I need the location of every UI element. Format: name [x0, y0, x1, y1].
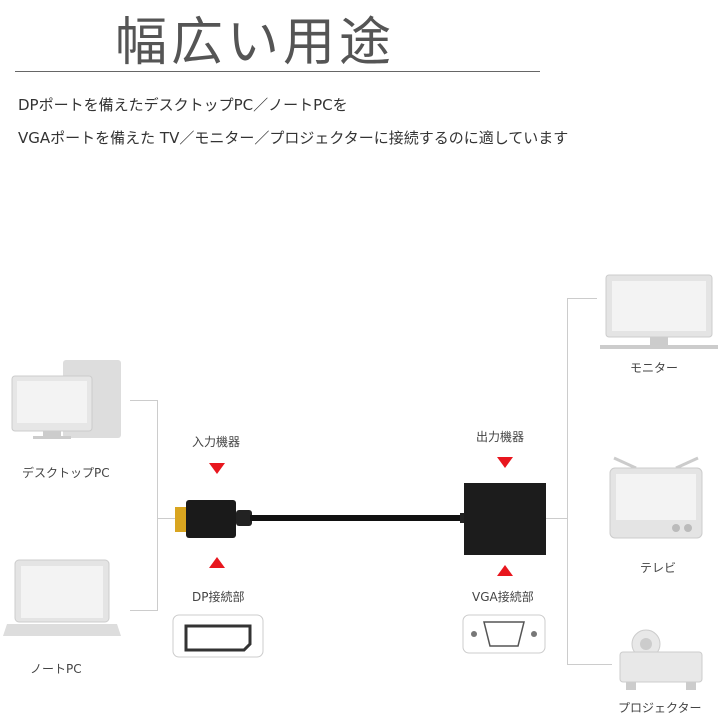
projector-icon	[619, 629, 703, 690]
laptop-icon	[3, 559, 121, 636]
connector-line	[567, 298, 597, 299]
description-line-1: DPポートを備えたデスクトップPC／ノートPCを	[18, 96, 348, 114]
monitor-label: モニター	[630, 361, 679, 375]
arrow-down-icon	[209, 463, 225, 474]
connector-line	[130, 610, 157, 611]
tv-label: テレビ	[640, 561, 677, 575]
dp-to-vga-adapter-image	[175, 483, 546, 555]
arrow-up-icon	[209, 557, 225, 568]
monitor-icon	[600, 274, 718, 349]
vga-port-icon	[462, 614, 546, 654]
vga-port-label: VGA接続部	[472, 590, 534, 604]
arrow-up-icon	[497, 565, 513, 576]
laptop-label: ノートPC	[30, 662, 82, 676]
page-title: 幅広い用途	[115, 13, 396, 73]
connector-line	[157, 400, 158, 611]
title-divider	[15, 71, 540, 72]
dp-port-icon	[172, 614, 264, 658]
description-line-2: VGAポートを備えた TV／モニター／プロジェクターに接続するのに適しています	[18, 129, 569, 147]
connector-line	[545, 518, 567, 519]
connector-line	[567, 298, 568, 664]
input-device-label: 入力機器	[192, 435, 241, 449]
connector-line	[130, 400, 157, 401]
desktop-pc-icon	[11, 360, 121, 439]
connector-line	[567, 664, 612, 665]
projector-label: プロジェクター	[618, 701, 702, 714]
tv-icon	[609, 456, 703, 539]
desktop-pc-label: デスクトップPC	[22, 466, 110, 480]
output-device-label: 出力機器	[476, 430, 525, 444]
arrow-down-icon	[497, 457, 513, 468]
connector-line	[157, 518, 175, 519]
dp-port-label: DP接続部	[192, 590, 245, 604]
